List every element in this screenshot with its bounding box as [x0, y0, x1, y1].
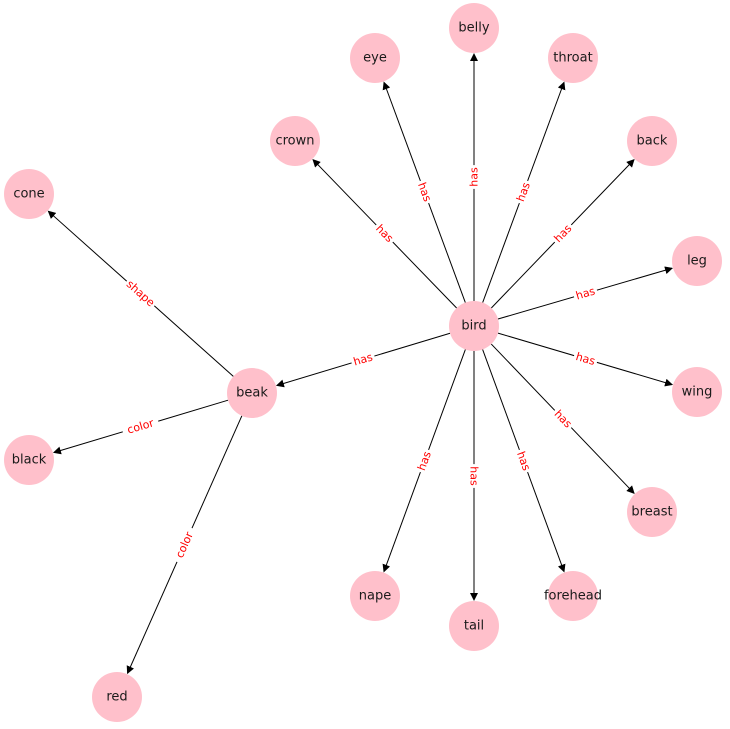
node-throat: throat — [548, 33, 598, 83]
edge-label-bird-nape: has — [415, 449, 434, 472]
node-circle-nape — [350, 571, 400, 621]
node-leg: leg — [672, 236, 722, 286]
node-red: red — [92, 672, 142, 722]
edge-label-bg — [467, 464, 481, 488]
node-forehead: forehead — [544, 571, 602, 621]
node-label-nape: nape — [359, 589, 391, 604]
node-circle-black — [4, 435, 54, 485]
node-circle-leg — [672, 236, 722, 286]
node-crown: crown — [270, 116, 320, 166]
edge-label-bird-beak: has — [352, 350, 375, 368]
edge-label-bg — [550, 405, 576, 433]
edge-label-bird-tail: has — [468, 466, 481, 486]
edge-label-bird-wing: has — [574, 350, 597, 368]
node-circle-eye — [350, 33, 400, 83]
node-circle-wing — [672, 367, 722, 417]
node-label-crown: crown — [275, 134, 314, 149]
edge-label-bg — [572, 349, 599, 369]
node-circle-tail — [449, 601, 499, 651]
node-circle-red — [92, 672, 142, 722]
edge-label-bg — [414, 447, 435, 475]
node-circle-bird — [449, 301, 499, 351]
node-label-black: black — [12, 453, 47, 468]
node-breast: breast — [627, 487, 677, 537]
node-label-throat: throat — [553, 51, 592, 66]
node-circle-breast — [627, 487, 677, 537]
node-tail: tail — [449, 601, 499, 651]
edge-label-bg — [171, 525, 198, 565]
edge-label-bg — [414, 178, 435, 206]
node-black: black — [4, 435, 54, 485]
node-nape: nape — [350, 571, 400, 621]
edge-label-bird-eye: has — [415, 181, 434, 204]
node-label-cone: cone — [13, 187, 44, 202]
edge-label-bg — [371, 220, 398, 247]
node-label-bird: bird — [461, 319, 486, 334]
node-beak: beak — [227, 368, 277, 418]
edge-label-bg — [513, 447, 534, 475]
node-label-beak: beak — [236, 386, 268, 401]
node-circle-throat — [548, 33, 598, 83]
node-label-red: red — [106, 690, 127, 705]
edge-label-beak-red: color — [173, 530, 196, 560]
nodes-layer: bird beak cone black red crown eye belly throat b… — [4, 3, 722, 722]
edge-labels-layer: hashashashashashashashashashashashasshap… — [120, 165, 599, 565]
edge-label-beak-black: color — [126, 416, 156, 436]
node-circle-back — [627, 116, 677, 166]
node-label-wing: wing — [682, 385, 713, 400]
edge-label-bg — [550, 220, 576, 247]
edge-label-beak-cone: shape — [124, 278, 158, 310]
node-circle-cone — [4, 169, 54, 219]
edge-label-bird-throat: has — [514, 180, 533, 203]
edge-label-bg — [572, 283, 599, 304]
edge-label-bird-leg: has — [574, 284, 597, 302]
node-label-eye: eye — [363, 51, 387, 66]
node-belly: belly — [449, 3, 499, 53]
node-cone: cone — [4, 169, 54, 219]
node-label-leg: leg — [687, 254, 707, 269]
edge-label-bg — [122, 276, 159, 311]
node-bird: bird — [449, 301, 499, 351]
node-circle-belly — [449, 3, 499, 53]
edge-label-bg — [467, 165, 481, 189]
edge-label-bg — [120, 414, 161, 439]
node-circle-crown — [270, 116, 320, 166]
node-circle-forehead — [548, 571, 598, 621]
edge-label-bg — [349, 349, 377, 370]
node-label-forehead: forehead — [544, 589, 602, 604]
node-label-breast: breast — [631, 505, 672, 520]
node-label-belly: belly — [458, 21, 489, 36]
edge-label-bird-belly: has — [468, 167, 481, 187]
node-eye: eye — [350, 33, 400, 83]
node-label-back: back — [637, 134, 668, 149]
edge-label-bird-forehead: has — [514, 450, 533, 473]
edge-label-bg — [513, 178, 534, 206]
node-wing: wing — [672, 367, 722, 417]
node-label-tail: tail — [464, 619, 484, 634]
node-back: back — [627, 116, 677, 166]
node-circle-beak — [227, 368, 277, 418]
